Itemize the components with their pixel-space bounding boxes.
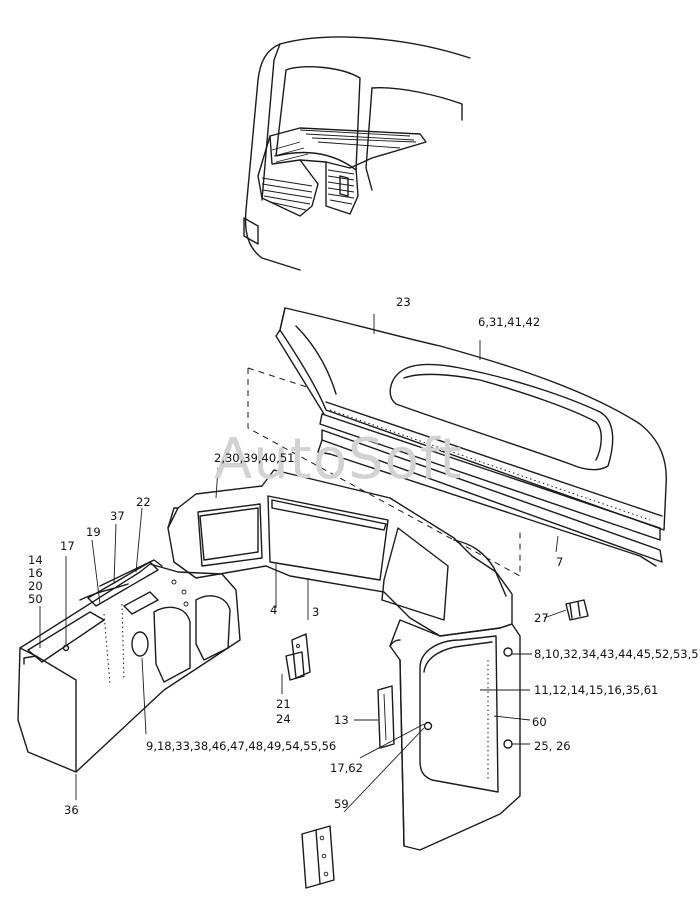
callout-21: 21 — [276, 697, 291, 711]
callout-16: 16 — [28, 566, 43, 580]
callout-11-series: 11,12,14,15,16,35,61 — [534, 683, 658, 697]
callout-24: 24 — [276, 712, 291, 726]
callout-22: 22 — [136, 495, 151, 509]
bracket-part-3 — [285, 633, 311, 681]
callout-2-30-39-40-51: 2,30,39,40,51 — [214, 451, 294, 465]
callout-36: 36 — [64, 803, 79, 817]
left-console-box — [17, 559, 241, 773]
callout-60: 60 — [532, 715, 547, 729]
callout-17-62: 17,62 — [330, 761, 363, 775]
callout-50: 50 — [28, 592, 43, 606]
callout-25-26: 25, 26 — [534, 739, 571, 753]
dashboard-frame — [167, 469, 513, 637]
callout-27: 27 — [534, 611, 549, 625]
callout-6-31-41-42: 6,31,41,42 — [478, 315, 540, 329]
callout-14: 14 — [28, 553, 43, 567]
bracket-part-27 — [565, 599, 589, 621]
callout-59: 59 — [334, 797, 349, 811]
callout-9-series: 9,18,33,38,46,47,48,49,54,55,56 — [146, 739, 336, 753]
callout-3: 3 — [312, 605, 319, 619]
upper-shelf-panel — [275, 307, 667, 567]
callout-19: 19 — [86, 525, 101, 539]
dashed-envelope — [247, 367, 521, 577]
callout-8-series: 8,10,32,34,43,44,45,52,53,57,58 — [534, 647, 700, 661]
leader-lines — [39, 314, 567, 813]
callout-37: 37 — [110, 509, 125, 523]
plate-part-59 — [301, 825, 335, 889]
cab-overview-inset — [243, 36, 471, 271]
callout-23: 23 — [396, 295, 411, 309]
callout-4: 4 — [270, 603, 277, 617]
callout-labels: 23 6,31,41,42 2,30,39,40,51 22 37 19 17 … — [28, 295, 700, 817]
callout-20: 20 — [28, 579, 43, 593]
callout-13: 13 — [334, 713, 349, 727]
callout-17-top: 17 — [60, 539, 75, 553]
watermark: AutoSoft — [214, 427, 463, 492]
right-pillar-cover — [389, 619, 521, 851]
clip-part-13 — [377, 685, 395, 749]
callout-7: 7 — [556, 555, 563, 569]
